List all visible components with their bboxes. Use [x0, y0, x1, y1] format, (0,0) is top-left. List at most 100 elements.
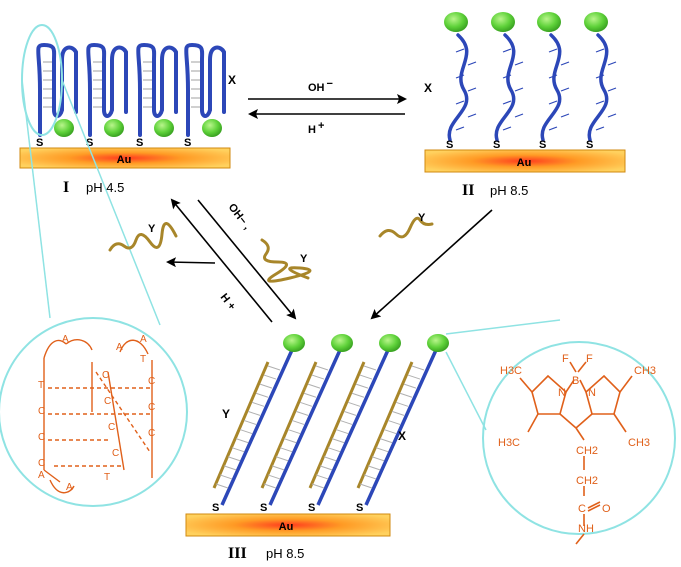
hairpin-3: S [136, 42, 178, 149]
base-right: C [148, 376, 155, 387]
coil-strand [447, 33, 469, 142]
numeral-ii: II [462, 182, 474, 199]
base-tick [548, 100, 558, 105]
base-pair [295, 410, 309, 416]
base-pair [267, 365, 281, 371]
base-pair [407, 374, 421, 380]
base-top: A [62, 334, 69, 345]
equilibrium-arrows: OH− H+ [248, 78, 407, 136]
fluorophore [202, 119, 222, 137]
base-pair [359, 374, 373, 380]
base-pair [383, 429, 397, 435]
duplex-4: S [356, 334, 449, 514]
base-left: C [38, 406, 45, 417]
base-tick [455, 48, 465, 53]
base-tick [455, 100, 465, 105]
base-pair [335, 429, 349, 435]
dye-o: O [602, 503, 611, 515]
gold-label-i: Au [117, 154, 132, 166]
base-tick [502, 74, 512, 79]
base-pair [275, 456, 289, 462]
dye-f-left: F [562, 353, 569, 365]
thiol-label: S [308, 502, 315, 514]
base-pair [279, 447, 293, 453]
hairpin-1: S [36, 42, 78, 149]
base-inner: C [108, 422, 115, 433]
thiol-label: S [36, 137, 43, 149]
base-top: A [140, 334, 147, 345]
thiol-label: S [86, 137, 93, 149]
dye-f-right: F [586, 353, 593, 365]
base-pair [399, 392, 413, 398]
gold-label-iii: Au [279, 521, 294, 533]
base-tick [502, 126, 512, 131]
base-pair [307, 383, 321, 389]
base-pair [331, 438, 345, 444]
base-tick [514, 87, 524, 92]
dye-h3c-bottom: H3C [498, 437, 520, 449]
base-tick [560, 113, 570, 118]
base-pair [371, 456, 385, 462]
x-strand [316, 349, 390, 506]
diagonal-arrows: OH− , H + [166, 198, 493, 323]
fluorophore [331, 334, 353, 352]
base-tick [514, 113, 524, 118]
free-y-strands: Y Y Y [108, 212, 434, 283]
base-inner: C [102, 370, 109, 381]
diag-base-label: OH− , [226, 201, 253, 231]
base-pair [271, 465, 285, 471]
thiol-label: S [356, 502, 363, 514]
base-right: C [148, 428, 155, 439]
duplex-3: S [308, 334, 401, 514]
base-pair [343, 410, 357, 416]
base-pair [315, 474, 329, 480]
loop-top-left [43, 339, 67, 359]
base-pair [251, 401, 265, 407]
coil-4: S [584, 12, 617, 151]
thiol-label: S [539, 139, 546, 151]
x-strand [220, 349, 294, 506]
dye-nh: NH [578, 523, 594, 535]
base-pair [231, 447, 245, 453]
y-label-2: Y [300, 253, 308, 265]
gold-label-ii: Au [517, 157, 532, 169]
y-strand [260, 361, 318, 489]
base-tick [467, 87, 477, 92]
y-strand [308, 361, 366, 489]
base-tick [548, 126, 558, 131]
base-bottom: A [66, 482, 73, 493]
fluorophore [104, 119, 124, 137]
dye-n-right: N [588, 387, 596, 399]
base-inner: C [112, 448, 119, 459]
fluorophore [537, 12, 561, 32]
coil-strand [587, 33, 609, 142]
base-pair [315, 365, 329, 371]
dye-ch3-top: CH3 [634, 365, 656, 377]
dye-ch2-1: CH2 [576, 445, 598, 457]
base-left: C [38, 432, 45, 443]
base-tick [595, 48, 605, 53]
base-pair [387, 419, 401, 425]
strand-y-label-iii: Y [222, 407, 230, 421]
fluorophore [491, 12, 515, 32]
diag-acid-label: H + [218, 291, 238, 312]
dye-h3c-top: H3C [500, 365, 522, 377]
base-left: A [38, 470, 45, 481]
base-tick [595, 74, 605, 79]
base-pair [347, 401, 361, 407]
base-pair [283, 438, 297, 444]
base-pair [259, 383, 273, 389]
hairpin-2: S [86, 42, 128, 149]
base-pair [247, 410, 261, 416]
y-label-3: Y [418, 212, 426, 224]
base-pair [395, 401, 409, 407]
fluorophore [444, 12, 468, 32]
base-left: T [38, 380, 44, 391]
